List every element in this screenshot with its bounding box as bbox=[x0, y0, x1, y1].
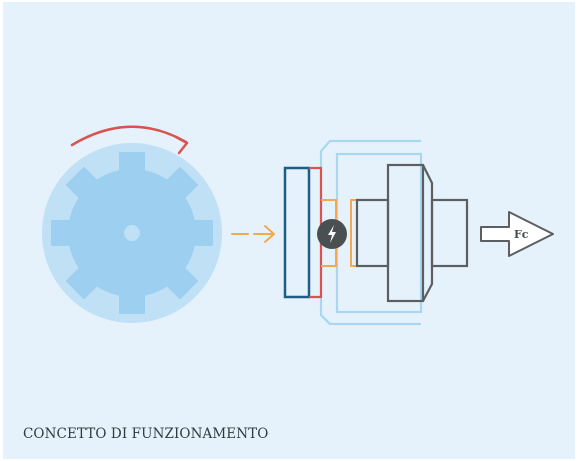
disc-hub bbox=[124, 225, 140, 241]
force-label: Fc bbox=[514, 228, 529, 241]
dashed-arrow-icon bbox=[231, 225, 275, 243]
rotating-disc bbox=[42, 143, 222, 323]
curved-arrow-icon bbox=[70, 125, 189, 155]
diagram-caption: CONCETTO DI FUNZIONAMENTO bbox=[23, 426, 269, 442]
lightning-bolt-icon bbox=[317, 219, 347, 249]
actuator-assembly bbox=[355, 163, 469, 303]
force-arrow-icon: Fc bbox=[480, 211, 554, 257]
contact-plate bbox=[283, 166, 311, 299]
